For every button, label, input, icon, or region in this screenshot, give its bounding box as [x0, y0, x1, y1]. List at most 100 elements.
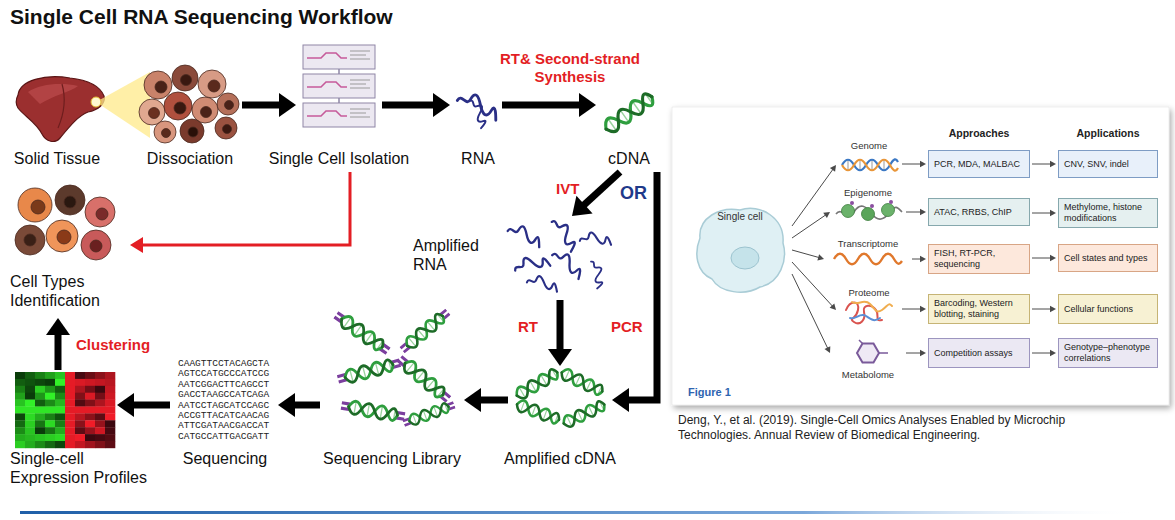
heatmap-cell — [55, 434, 65, 441]
omics-arrow — [1032, 350, 1056, 356]
approach-box: FISH, RT-PCR, sequencing — [928, 244, 1030, 274]
arrow-shaft — [502, 102, 580, 109]
heatmap-cell — [45, 400, 55, 407]
heatmap-cell — [95, 420, 105, 427]
arrowhead — [920, 256, 926, 262]
heatmap-cell — [105, 400, 115, 407]
dissociated-cells — [172, 65, 198, 91]
arrowhead — [612, 388, 629, 412]
node-label: Cell Types Identification — [10, 272, 122, 310]
metabolome-icon — [859, 340, 888, 353]
heatmap-cell — [95, 379, 105, 386]
heatmap-cell — [95, 400, 105, 407]
amplified-rna-strands — [578, 227, 611, 254]
identified-cells — [85, 197, 115, 227]
arrow-shaft — [294, 402, 320, 409]
identified-cells — [81, 230, 111, 260]
epigenome-icon — [870, 204, 874, 208]
identified-cells — [57, 230, 71, 244]
heatmap-cell — [95, 427, 105, 434]
box-text: Cell states and types — [1064, 253, 1148, 264]
node-label: cDNA — [608, 149, 650, 168]
heatmap-cell — [105, 420, 115, 427]
arrow-shaft — [1032, 353, 1051, 354]
heatmap-cell — [35, 413, 45, 420]
omics-arrow — [792, 250, 824, 261]
heatmap-cell — [25, 372, 35, 379]
heatmap-cell — [15, 413, 25, 420]
workflow-arrow — [46, 318, 70, 370]
arrow-shaft — [902, 309, 921, 310]
dissociated-cells — [174, 102, 186, 114]
approach-box: ATAC, RRBS, ChIP — [928, 198, 1030, 226]
node-label: Sequencing — [183, 449, 268, 468]
workflow-arrow — [242, 93, 296, 117]
heatmap-cell — [65, 400, 75, 407]
node-label: Figure 1 — [688, 386, 731, 398]
expression-heatmap — [15, 372, 115, 448]
heatmap-cell — [25, 400, 35, 407]
dissociated-cells — [149, 108, 160, 119]
cell-membrane — [697, 208, 785, 292]
heatmap-cell — [15, 379, 25, 386]
identified-cells — [24, 234, 36, 246]
heatmap-cell — [25, 393, 35, 400]
proteome-icon — [846, 302, 892, 324]
omics-arrow — [1032, 255, 1056, 261]
heatmap-cell — [105, 427, 115, 434]
arrow-shaft — [628, 172, 657, 400]
heatmap-cell — [55, 393, 65, 400]
amplified-rna-strands — [526, 274, 557, 297]
arrow-shaft — [1032, 213, 1051, 214]
heatmap-cell — [15, 427, 25, 434]
genome-icon — [842, 159, 898, 170]
heatmap-cell — [25, 427, 35, 434]
arrow-shaft — [382, 102, 434, 109]
sequencing-step: SequencingCAAGTTCCTACAGCTA AGTCCATGCCCAT… — [172, 356, 276, 442]
heatmap-cell — [85, 413, 95, 420]
genome-icon — [842, 160, 898, 171]
heatmap-cell — [45, 434, 55, 441]
heatmap-cell — [105, 434, 115, 441]
isolation-step: Single Cell Isolation — [298, 42, 380, 170]
column-header: Applications — [1076, 127, 1139, 139]
arrowhead — [1050, 350, 1056, 356]
arrow-shaft — [906, 353, 921, 354]
workflow-arrow — [612, 172, 657, 412]
omics-layer: Genome — [838, 140, 900, 178]
microfluidic-chip — [303, 45, 375, 127]
cdna-helix — [602, 91, 656, 135]
heatmap-cell — [45, 386, 55, 393]
omics-layer: Proteome — [838, 287, 900, 325]
amplified-rna-strands — [548, 251, 584, 279]
heatmap-cell — [85, 386, 95, 393]
arrow-shaft — [242, 102, 280, 109]
heatmap-cell — [15, 393, 25, 400]
identified-cells — [46, 220, 78, 252]
heatmap-cell — [55, 407, 65, 414]
omics-layer: Metabolome — [832, 338, 904, 382]
library-fragments — [398, 307, 452, 355]
arrowhead — [823, 212, 830, 218]
arrowhead — [464, 388, 481, 412]
heatmap-cell — [55, 441, 65, 448]
heatmap-cell — [105, 413, 115, 420]
step-label: PCR — [611, 318, 643, 336]
amplified-cdna-helices — [559, 367, 605, 397]
heatmap-cell — [55, 372, 65, 379]
heatmap-cell — [55, 420, 65, 427]
identified-cells — [31, 200, 45, 214]
step-label: Clustering — [76, 336, 150, 354]
box-text: Genotype–phenotype correlations — [1064, 342, 1152, 364]
arrowhead — [830, 165, 836, 172]
metabolome-icon — [857, 340, 888, 363]
heatmap-cell — [95, 407, 105, 414]
heatmap-cell — [35, 427, 45, 434]
arrow-shaft — [55, 334, 62, 370]
expression-step: Single-cell Expression Profiles — [15, 372, 115, 448]
heatmap-cell — [15, 386, 25, 393]
heatmap-cell — [15, 434, 25, 441]
heatmap-cell — [35, 420, 45, 427]
node-label: Amplified cDNA — [504, 449, 616, 468]
approach-box: PCR, MDA, MALBAC — [928, 150, 1030, 178]
